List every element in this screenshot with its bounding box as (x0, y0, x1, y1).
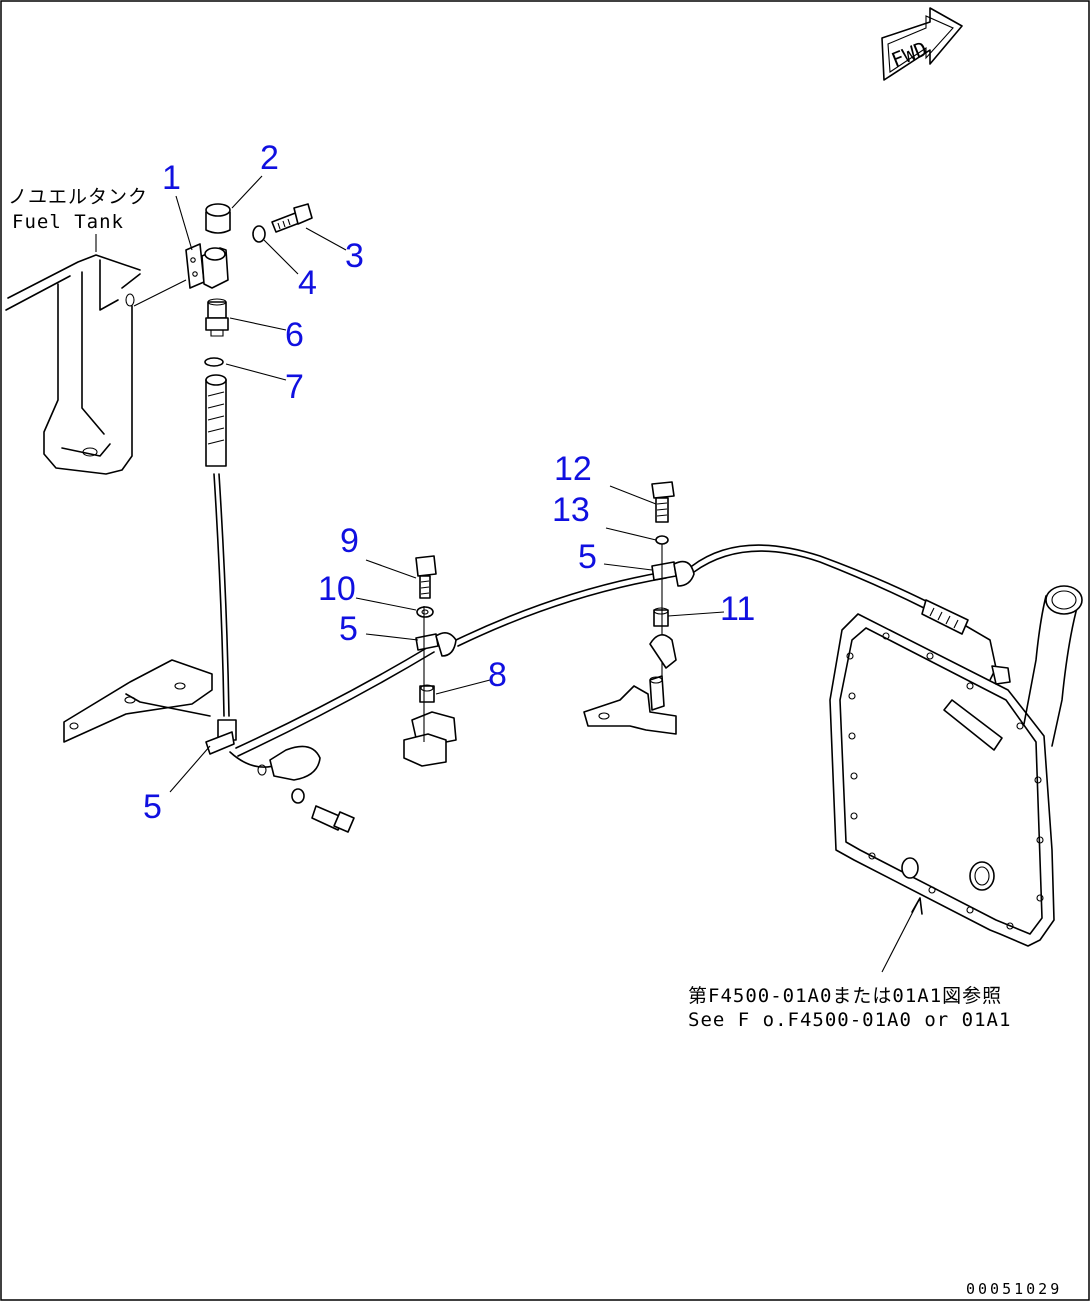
fwd-arrow-icon: FWD (881, 7, 963, 81)
reference-arrow (881, 897, 923, 973)
callout-5-middle: 5 (339, 610, 358, 648)
part-7-oring (204, 357, 224, 367)
right-clamp-stack (583, 481, 695, 735)
part-1-block (185, 243, 229, 289)
callout-6: 6 (285, 316, 304, 354)
middle-clamp-stack (403, 555, 457, 767)
reference-label-jp: 第F4500-01A0または01A1図参照 (688, 985, 1002, 1007)
reference-label-en: See F o.F4500-01A0 or 01A1 (688, 1009, 1011, 1031)
callout-12: 12 (554, 450, 592, 488)
callout-3: 3 (345, 237, 364, 275)
callout-5-right: 5 (578, 538, 597, 576)
part-2-cap (205, 203, 231, 234)
callout-1: 1 (162, 159, 181, 197)
fuel-tank-label-en: Fuel Tank (12, 211, 124, 233)
callout-4: 4 (298, 264, 317, 302)
part-4-washer (252, 225, 266, 243)
hose-vertical (205, 374, 230, 717)
callout-8: 8 (488, 656, 507, 694)
callout-2: 2 (260, 139, 279, 177)
lower-left-clamp (205, 719, 355, 833)
leader-lines (169, 175, 725, 793)
part-6-fitting (205, 298, 229, 337)
callout-7: 7 (285, 368, 304, 406)
callout-13: 13 (552, 491, 590, 529)
case-cover (829, 585, 1083, 947)
callout-11: 11 (720, 590, 755, 628)
part-3-bolt (271, 203, 313, 233)
fuel-tank-label-jp: ノユエルタンク (8, 186, 148, 208)
lower-left-bracket (63, 659, 213, 743)
drawing-number: 00051029 (966, 1280, 1062, 1298)
hose-horizontal (235, 544, 1011, 757)
callout-9: 9 (340, 522, 359, 560)
callout-5-lower-left: 5 (143, 788, 162, 826)
fuel-tank-bracket (5, 254, 187, 475)
callout-10: 10 (318, 570, 356, 608)
